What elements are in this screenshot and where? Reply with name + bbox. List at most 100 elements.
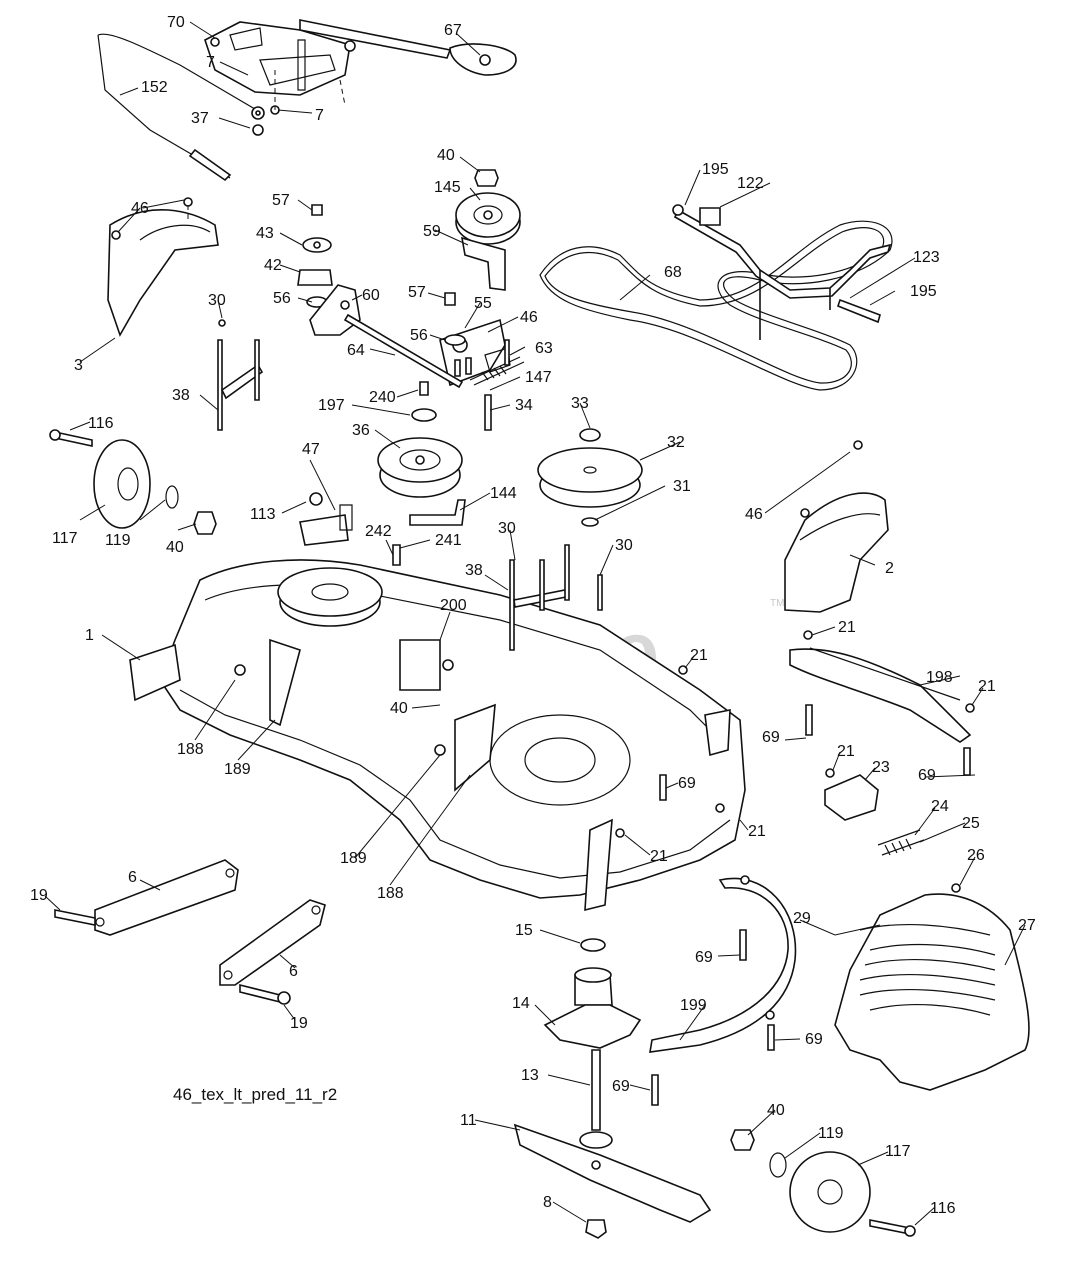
part-label-122[interactable]: 122 bbox=[737, 175, 764, 192]
part-label-19[interactable]: 19 bbox=[30, 887, 48, 904]
part-label-189[interactable]: 189 bbox=[224, 761, 251, 778]
part-label-69[interactable]: 69 bbox=[695, 949, 713, 966]
part-label-21[interactable]: 21 bbox=[650, 848, 668, 865]
part-label-11[interactable]: 11 bbox=[460, 1112, 477, 1129]
part-label-195[interactable]: 195 bbox=[910, 283, 937, 300]
part-label-24[interactable]: 24 bbox=[931, 798, 949, 815]
part-label-56[interactable]: 56 bbox=[273, 290, 291, 307]
idler-bracket-60 bbox=[309, 284, 361, 336]
part-label-69[interactable]: 69 bbox=[762, 729, 780, 746]
part-label-188[interactable]: 188 bbox=[377, 885, 404, 902]
part-label-69[interactable]: 69 bbox=[805, 1031, 823, 1048]
part-label-242[interactable]: 242 bbox=[365, 523, 392, 540]
part-label-116[interactable]: 116 bbox=[88, 415, 114, 432]
part-label-144[interactable]: 144 bbox=[490, 485, 517, 502]
part-label-147[interactable]: 147 bbox=[525, 369, 552, 386]
part-label-40[interactable]: 40 bbox=[437, 147, 455, 164]
part-label-36[interactable]: 36 bbox=[352, 422, 370, 439]
part-label-40[interactable]: 40 bbox=[390, 700, 408, 717]
part-label-34[interactable]: 34 bbox=[515, 397, 533, 414]
part-label-64[interactable]: 64 bbox=[347, 342, 365, 359]
rod-64 bbox=[343, 313, 464, 389]
part-label-188[interactable]: 188 bbox=[177, 741, 204, 758]
part-label-21[interactable]: 21 bbox=[690, 647, 708, 664]
part-label-25[interactable]: 25 bbox=[962, 815, 980, 832]
part-label-46[interactable]: 46 bbox=[131, 200, 149, 217]
part-label-30[interactable]: 30 bbox=[615, 537, 633, 554]
part-label-26[interactable]: 26 bbox=[967, 847, 985, 864]
part-label-21[interactable]: 21 bbox=[748, 823, 766, 840]
part-label-57[interactable]: 57 bbox=[272, 192, 290, 209]
part-label-3[interactable]: 3 bbox=[74, 357, 83, 374]
part-label-33[interactable]: 33 bbox=[571, 395, 589, 412]
part-label-43[interactable]: 43 bbox=[256, 225, 274, 242]
part-label-21[interactable]: 21 bbox=[837, 743, 855, 760]
part-label-195[interactable]: 195 bbox=[702, 161, 729, 178]
part-label-6[interactable]: 6 bbox=[128, 869, 137, 886]
part-label-7[interactable]: 7 bbox=[206, 54, 215, 71]
part-label-7[interactable]: 7 bbox=[315, 107, 324, 124]
part-label-31[interactable]: 31 bbox=[673, 478, 691, 495]
part-label-70[interactable]: 70 bbox=[167, 14, 185, 31]
part-label-27[interactable]: 27 bbox=[1018, 917, 1036, 934]
part-label-69[interactable]: 69 bbox=[612, 1078, 630, 1095]
part-label-40[interactable]: 40 bbox=[767, 1102, 785, 1119]
part-label-189[interactable]: 189 bbox=[340, 850, 367, 867]
part-label-197[interactable]: 197 bbox=[318, 397, 345, 414]
spring-147-and-bolts bbox=[454, 339, 525, 431]
part-label-37[interactable]: 37 bbox=[191, 110, 209, 127]
part-label-55[interactable]: 55 bbox=[474, 295, 492, 312]
part-label-42[interactable]: 42 bbox=[264, 257, 282, 274]
part-label-145[interactable]: 145 bbox=[434, 179, 461, 196]
part-label-14[interactable]: 14 bbox=[512, 995, 530, 1012]
part-label-63[interactable]: 63 bbox=[535, 340, 553, 357]
part-label-67[interactable]: 67 bbox=[444, 22, 462, 39]
part-label-119[interactable]: 119 bbox=[105, 532, 131, 549]
part-label-13[interactable]: 13 bbox=[521, 1067, 539, 1084]
link-67 bbox=[449, 43, 517, 76]
part-label-198[interactable]: 198 bbox=[926, 669, 953, 686]
part-label-23[interactable]: 23 bbox=[872, 759, 890, 776]
part-label-199[interactable]: 199 bbox=[680, 997, 707, 1014]
part-label-2[interactable]: 2 bbox=[885, 560, 894, 577]
part-label-56[interactable]: 56 bbox=[410, 327, 428, 344]
part-label-38[interactable]: 38 bbox=[172, 387, 190, 404]
part-label-46[interactable]: 46 bbox=[520, 309, 538, 326]
part-label-113[interactable]: 113 bbox=[250, 506, 276, 523]
part-label-117[interactable]: 117 bbox=[52, 530, 78, 547]
part-label-19[interactable]: 19 bbox=[290, 1015, 308, 1032]
part-label-116[interactable]: 116 bbox=[930, 1200, 956, 1217]
part-label-6[interactable]: 6 bbox=[289, 963, 298, 980]
part-label-68[interactable]: 68 bbox=[664, 264, 682, 281]
part-label-69[interactable]: 69 bbox=[678, 775, 696, 792]
baffle-198 bbox=[789, 647, 972, 743]
part-label-123[interactable]: 123 bbox=[913, 249, 940, 266]
part-label-46[interactable]: 46 bbox=[745, 506, 763, 523]
part-label-15[interactable]: 15 bbox=[515, 922, 533, 939]
part-label-30[interactable]: 30 bbox=[498, 520, 516, 537]
part-label-59[interactable]: 59 bbox=[423, 223, 441, 240]
leader-lines bbox=[44, 21, 1026, 1226]
nut-40-top bbox=[474, 169, 499, 187]
part-label-32[interactable]: 32 bbox=[667, 434, 685, 451]
part-label-60[interactable]: 60 bbox=[362, 287, 380, 304]
part-label-152[interactable]: 152 bbox=[141, 79, 168, 96]
part-label-69[interactable]: 69 bbox=[918, 767, 936, 784]
part-label-57[interactable]: 57 bbox=[408, 284, 426, 301]
part-label-117[interactable]: 117 bbox=[885, 1143, 911, 1160]
part-label-30[interactable]: 30 bbox=[208, 292, 226, 309]
part-label-119[interactable]: 119 bbox=[818, 1125, 844, 1142]
part-label-240[interactable]: 240 bbox=[369, 389, 396, 406]
part-label-29[interactable]: 29 bbox=[793, 910, 811, 927]
part-label-241[interactable]: 241 bbox=[435, 532, 462, 549]
part-label-1[interactable]: 1 bbox=[85, 627, 94, 644]
part-label-47[interactable]: 47 bbox=[302, 441, 320, 458]
part-label-200[interactable]: 200 bbox=[440, 597, 467, 614]
part-label-21[interactable]: 21 bbox=[978, 678, 996, 695]
part-label-8[interactable]: 8 bbox=[543, 1194, 552, 1211]
part-label-21[interactable]: 21 bbox=[838, 619, 856, 636]
part-label-40[interactable]: 40 bbox=[166, 539, 184, 556]
arm-6-upper bbox=[54, 859, 239, 936]
part-label-38[interactable]: 38 bbox=[465, 562, 483, 579]
